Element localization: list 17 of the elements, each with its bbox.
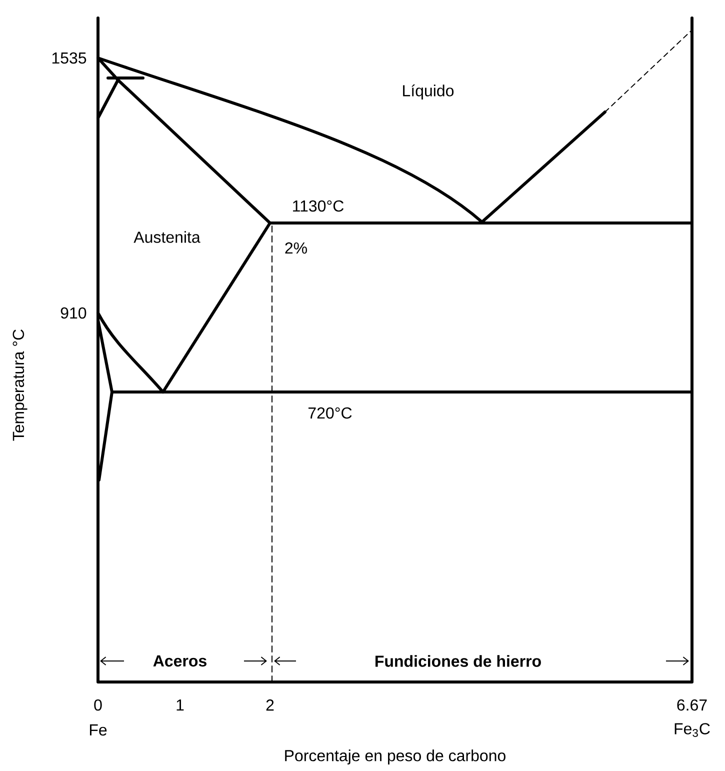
axis-tick-label: Fe (90, 724, 107, 736)
temperature-label: 1130°C (293, 200, 344, 212)
axis-tick-label: 2 (266, 699, 274, 711)
composition-label: 2% (285, 242, 307, 254)
axis-title: Temperatura °C (12, 330, 28, 441)
region-label: Austenita (134, 231, 200, 243)
axis-tick-label: 0 (94, 699, 102, 711)
range-label: Fundiciones de hierro (376, 655, 541, 667)
axis-tick-label: Fe$_{3}$C (674, 723, 710, 737)
temperature-label: 720°C (308, 407, 352, 419)
axis-tick-label: 6.67 (677, 699, 707, 711)
axis-tick-label: 910 (60, 307, 86, 319)
axis-tick-label: 1 (176, 700, 184, 710)
axis-title: Porcentaje en peso de carbono (285, 750, 506, 764)
region-label: Líquido (403, 84, 454, 100)
range-label: Aceros (153, 655, 206, 667)
axis-tick-label: 1535 (52, 52, 86, 64)
